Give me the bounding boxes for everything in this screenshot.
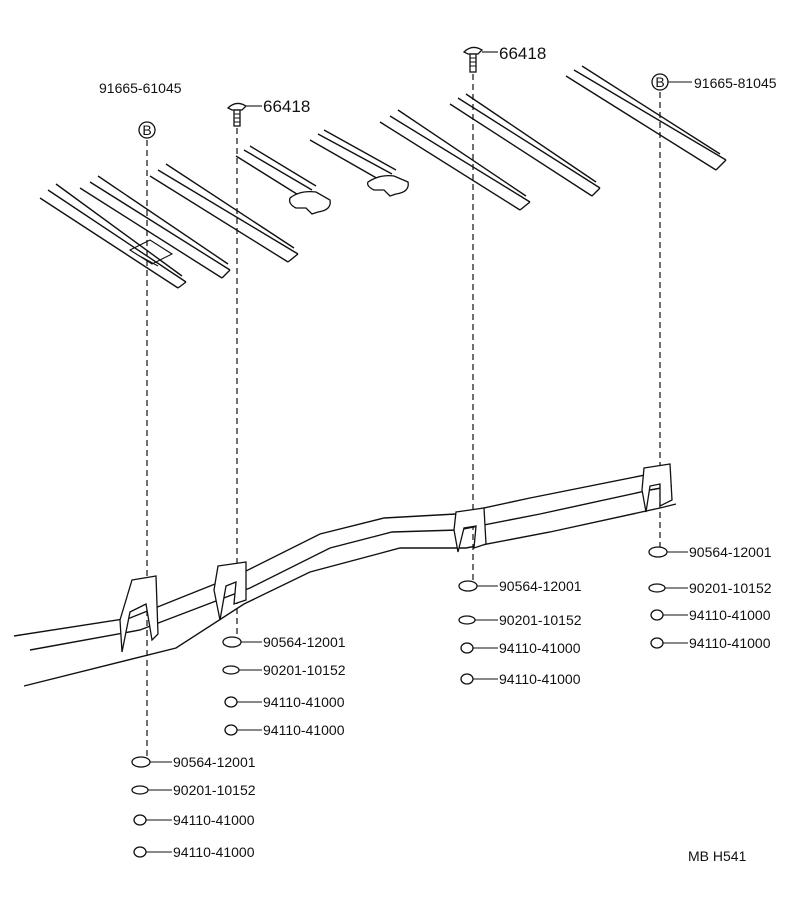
label-stack-d-3: 94110-41000	[689, 607, 771, 623]
label-stack-a-2: 90201-10152	[173, 782, 256, 798]
label-stack-d-4: 94110-41000	[689, 635, 771, 651]
label-stack-d-2: 90201-10152	[689, 580, 772, 596]
hardware-stack-d	[648, 546, 688, 649]
hardware-stack-b	[222, 636, 262, 736]
label-stack-c-1: 90564-12001	[499, 578, 582, 594]
marker-b-left: B	[138, 121, 156, 139]
bolt-left	[226, 102, 248, 127]
label-66418-right: 66418	[499, 44, 546, 63]
label-stack-a-3: 94110-41000	[173, 812, 255, 828]
frame-brackets	[119, 463, 673, 653]
cross-rails	[39, 65, 727, 289]
label-stack-b-3: 94110-41000	[263, 694, 345, 710]
label-stack-a-4: 94110-41000	[173, 844, 255, 860]
label-66418-left: 66418	[263, 97, 310, 116]
label-stack-b-2: 90201-10152	[263, 662, 346, 678]
marker-b-right-text: B	[655, 74, 664, 90]
label-stack-d-1: 90564-12001	[689, 544, 772, 560]
hardware-stack-c	[458, 580, 498, 685]
label-91665-right: 91665-81045	[694, 75, 777, 91]
label-stack-b-1: 90564-12001	[263, 634, 346, 650]
label-stack-a-1: 90564-12001	[173, 754, 256, 770]
reference-code: MB H541	[688, 848, 747, 864]
label-stack-c-4: 94110-41000	[499, 671, 581, 687]
marker-b-left-text: B	[142, 122, 151, 138]
label-stack-c-2: 90201-10152	[499, 612, 582, 628]
label-91665-left: 91665-61045	[99, 80, 182, 96]
label-stack-c-3: 94110-41000	[499, 640, 581, 656]
bolt-right	[462, 46, 484, 73]
marker-b-right: B	[651, 73, 669, 91]
label-stack-b-4: 94110-41000	[263, 722, 345, 738]
rail-clips	[288, 174, 409, 215]
hardware-stack-a	[131, 756, 172, 858]
